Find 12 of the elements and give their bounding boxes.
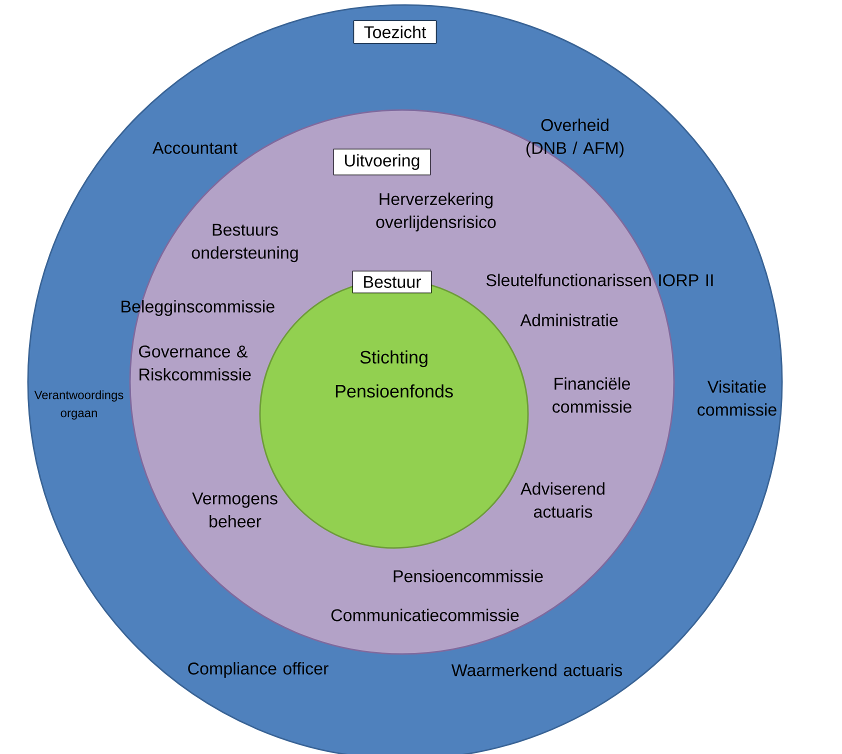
ring-label: Compliance officer [188, 662, 328, 678]
ring-label: Communicatiecommissie [331, 608, 519, 622]
node-text: Stichting Pensioenfonds [336, 350, 453, 398]
ring-label: Accountant [152, 142, 238, 154]
ring-label: Visitatie commissie [698, 380, 776, 416]
ring-label: Waarmerkend actuaris [451, 664, 622, 676]
ring-label: Bestuurs ondersteuning [192, 224, 298, 262]
ring-label: Pensioencommissie [394, 570, 543, 582]
ring-label: Herverzekering overlijdensrisico [376, 192, 496, 232]
ring-label: Overheid (DNB / AFM) [526, 118, 624, 158]
ring-label: Verantwoordings orgaan [34, 390, 124, 420]
ring-label: Financiële commissie [552, 377, 632, 413]
